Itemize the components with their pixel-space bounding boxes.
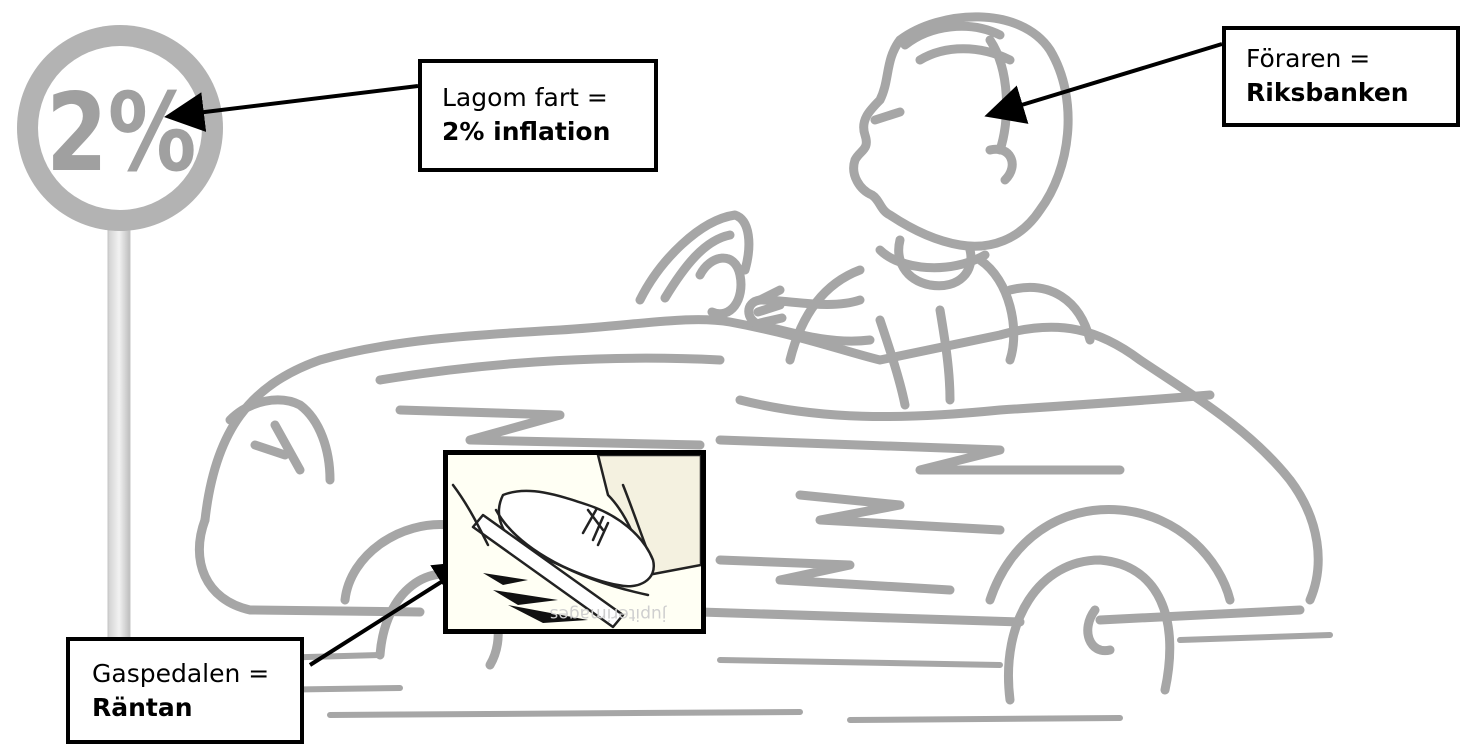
car-sketch — [199, 17, 1330, 720]
car-rear-fender — [990, 510, 1230, 600]
ground-line-4 — [720, 660, 1000, 665]
ground-line-3 — [330, 712, 800, 715]
car-speed-line-5 — [720, 560, 950, 590]
label-pedal-line1: Gaspedalen = — [92, 657, 282, 691]
motion-streak-2 — [493, 590, 558, 605]
motion-streak-1 — [483, 573, 528, 585]
car-speed-line-1 — [380, 358, 720, 380]
car-lower-body — [199, 520, 420, 612]
ground-line-5 — [850, 718, 1120, 720]
car-speed-line-2 — [400, 410, 700, 445]
car-door-line — [740, 395, 1210, 417]
label-speed: Lagom fart = 2% inflation — [418, 59, 658, 172]
driver-body-line — [880, 310, 950, 405]
car-mid-line — [700, 612, 1020, 622]
label-driver: Föraren = Riksbanken — [1222, 26, 1460, 127]
label-speed-line2: 2% inflation — [442, 115, 636, 149]
car-rear-line — [1100, 610, 1300, 620]
driver-ear — [990, 149, 1012, 180]
arrow-to-driver — [992, 44, 1222, 114]
ground-line-6 — [1180, 635, 1330, 640]
label-pedal: Gaspedalen = Räntan — [66, 637, 304, 744]
label-driver-line2: Riksbanken — [1246, 76, 1438, 110]
label-driver-line1: Föraren = — [1246, 42, 1438, 76]
foot-on-pedal-illustration: jupiterimages — [448, 455, 701, 629]
sign-value: 2% — [46, 70, 196, 196]
car-speed-line-3 — [720, 440, 1120, 470]
driver-fingers — [758, 290, 782, 323]
car-speed-line-4 — [800, 495, 1000, 530]
pedal-inset-image: jupiterimages — [443, 450, 706, 634]
driver-hair — [905, 26, 1010, 150]
car-steering-wheel — [700, 258, 741, 314]
label-speed-line1: Lagom fart = — [442, 81, 636, 115]
watermark: jupiterimages — [549, 604, 667, 624]
driver-eye — [875, 112, 900, 120]
label-pedal-line2: Räntan — [92, 691, 282, 725]
car-grille — [255, 425, 300, 470]
car-windshield-inner — [665, 235, 730, 298]
